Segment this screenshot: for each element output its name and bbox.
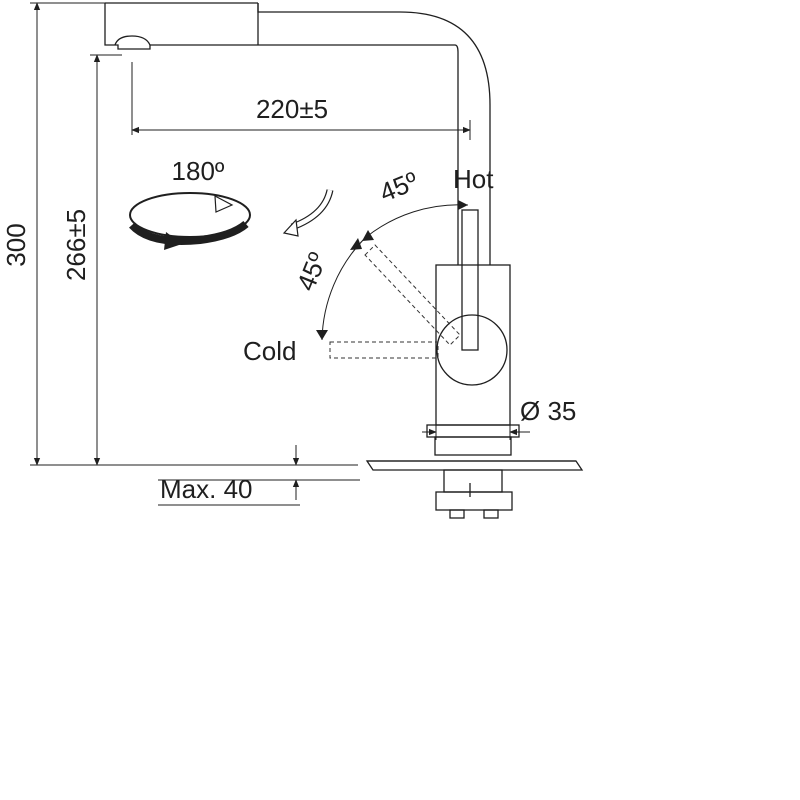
- faucet-outline: [104, 2, 584, 519]
- rotation-indicator: [129, 192, 251, 250]
- mixer-handle: [436, 314, 508, 386]
- dim-diameter: [422, 425, 530, 440]
- hot-angle-label: 45º: [375, 165, 422, 207]
- spout-height-label: 266±5: [61, 209, 91, 281]
- cold-label: Cold: [243, 336, 296, 366]
- total-height-label: 300: [1, 223, 31, 266]
- dim-total-height: [30, 2, 105, 466]
- dim-spout-reach: [131, 62, 471, 140]
- cold-angle-label: 45º: [291, 248, 333, 295]
- spout-reach-label: 220±5: [256, 94, 328, 124]
- max-thickness-label: Max. 40: [160, 474, 253, 504]
- movement-arrow-icon: [282, 189, 334, 237]
- dim-spout-height: [90, 54, 122, 466]
- rotation-angle-label: 180º: [172, 156, 225, 186]
- lever-arc: [316, 200, 469, 341]
- dim-max-thickness: [158, 445, 360, 506]
- lever-positions: [329, 244, 461, 359]
- hot-label: Hot: [453, 164, 494, 194]
- diameter-label: Ø 35: [520, 396, 576, 426]
